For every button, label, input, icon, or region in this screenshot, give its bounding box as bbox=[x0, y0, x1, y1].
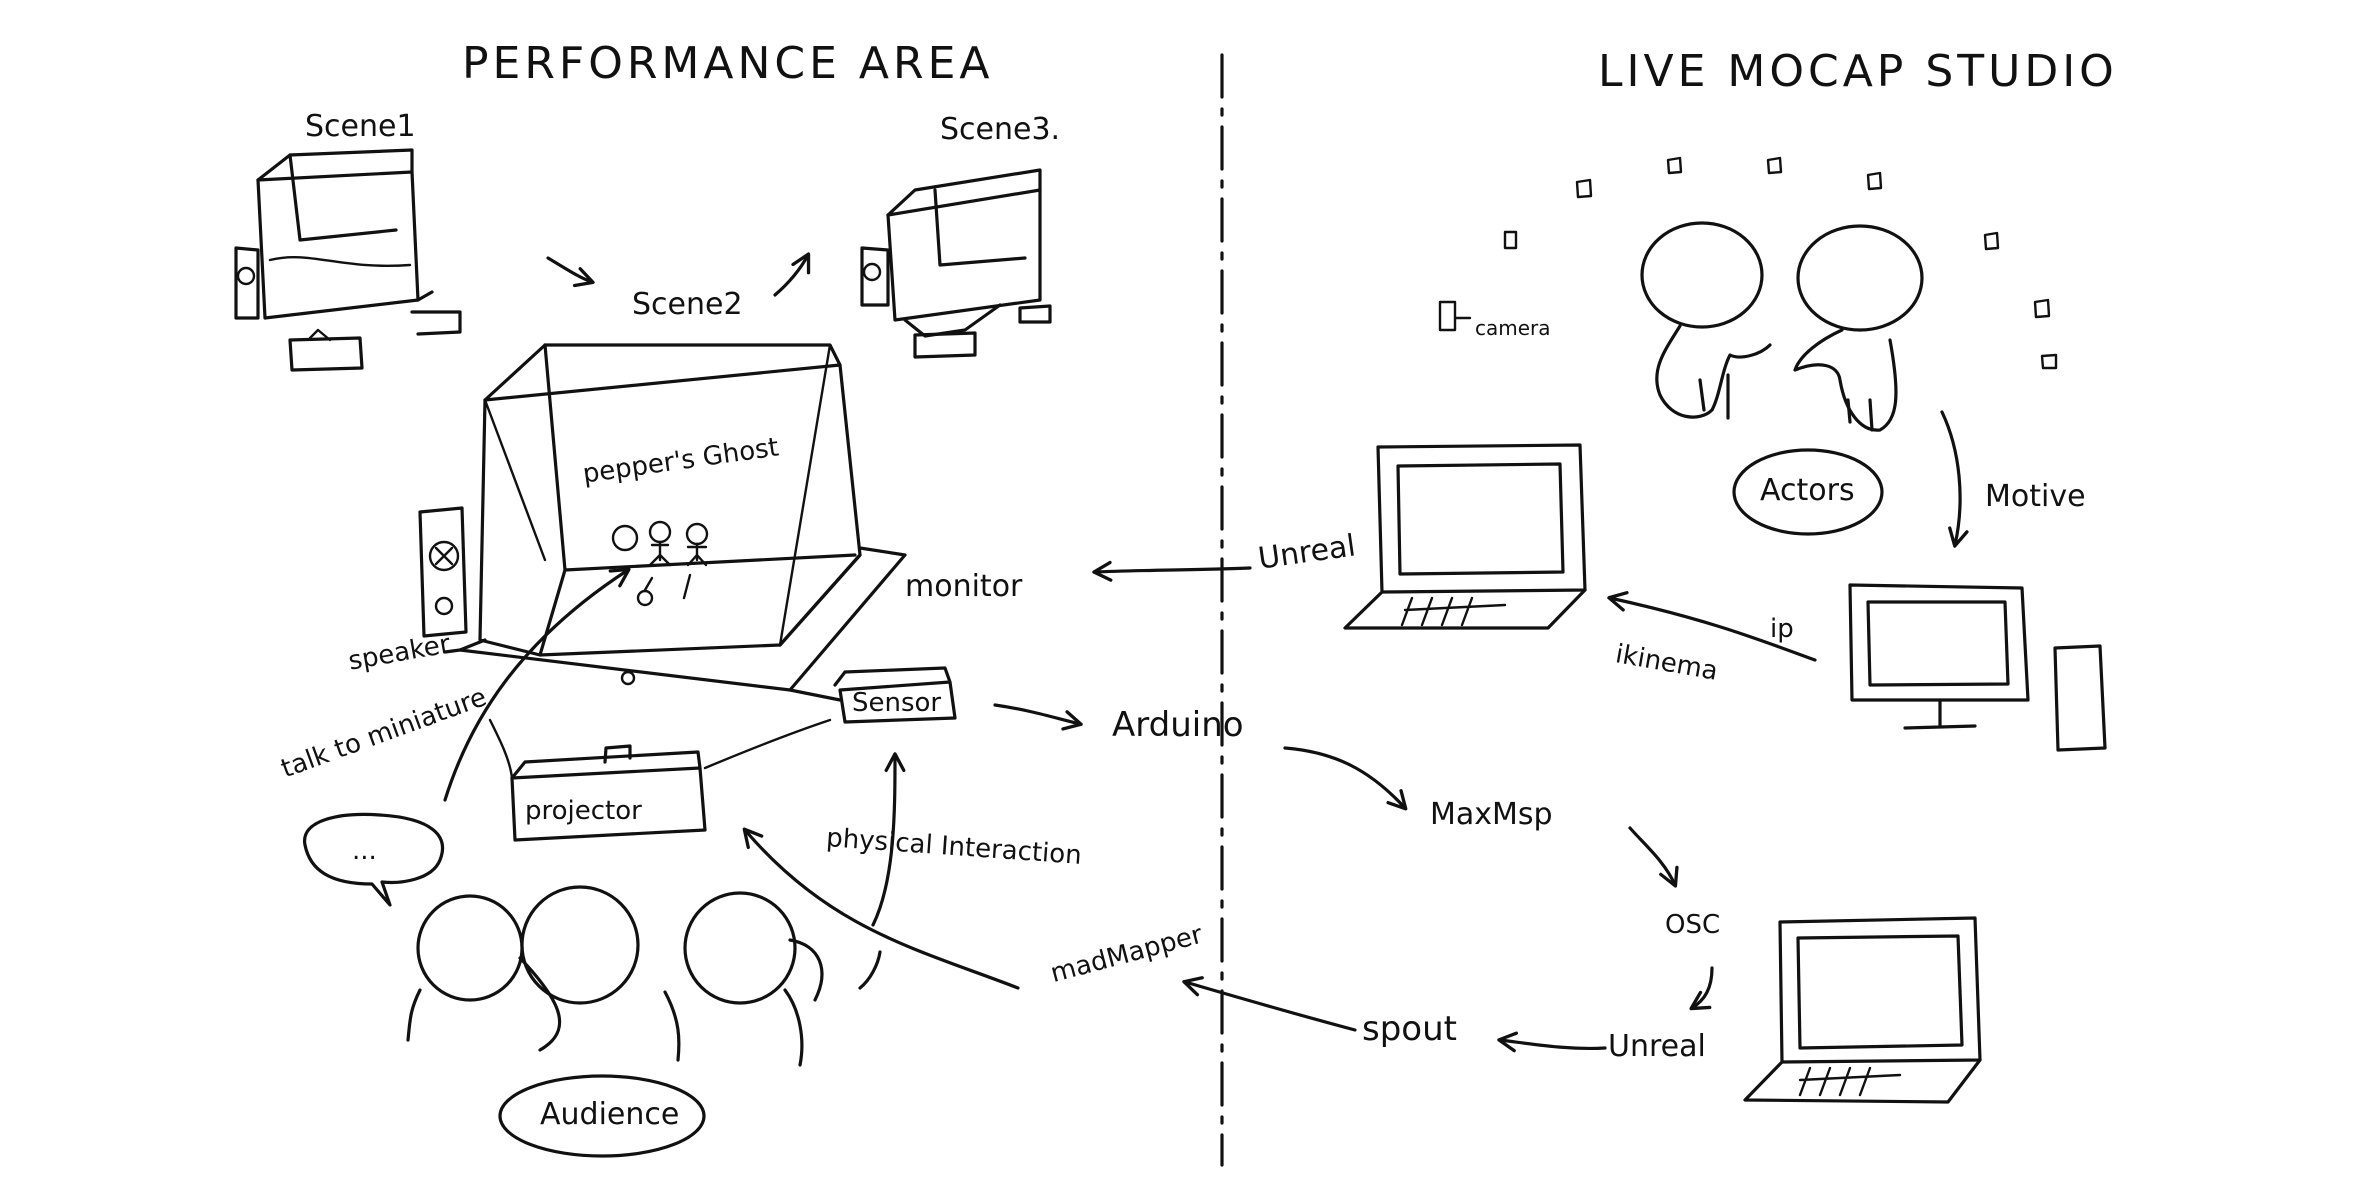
label-motive: Motive bbox=[1985, 479, 2086, 514]
arrow-ikinema bbox=[1607, 591, 1817, 662]
arrow-arduino-to-maxmsp bbox=[1283, 746, 1408, 811]
ghost-figures bbox=[611, 520, 709, 607]
sensor-box bbox=[833, 666, 957, 724]
section-title-performance-area: PERFORMANCE AREA bbox=[462, 38, 994, 89]
arrow-scene2-to-scene3 bbox=[773, 252, 811, 297]
arrow-talk-to-miniature bbox=[443, 567, 631, 802]
label-speech-bubble: ... bbox=[352, 836, 377, 866]
arrow-osc-to-unreal bbox=[1689, 966, 1714, 1011]
section-title-live-mocap-studio: LIVE MOCAP STUDIO bbox=[1598, 46, 2118, 97]
actors-figures bbox=[1640, 221, 1924, 536]
scene1-miniature bbox=[234, 148, 462, 372]
arrow-sensor-to-arduino bbox=[993, 703, 1083, 731]
arrow-motive-down bbox=[1940, 410, 1969, 548]
arrow-physical-interaction bbox=[871, 752, 906, 927]
label-scene1: Scene1 bbox=[305, 109, 416, 144]
label-camera: camera bbox=[1475, 316, 1551, 340]
label-actors: Actors bbox=[1760, 473, 1855, 508]
peppers-ghost-box bbox=[443, 343, 907, 702]
label-spout: spout bbox=[1362, 1009, 1457, 1049]
label-arduino: Arduino bbox=[1112, 705, 1244, 745]
laptop-unreal-bottom bbox=[1743, 916, 1982, 1104]
label-sensor: Sensor bbox=[852, 688, 942, 718]
label-osc: OSC bbox=[1665, 910, 1721, 940]
arrow-maxmsp-to-osc bbox=[1628, 826, 1679, 888]
audience-heads bbox=[406, 885, 882, 1158]
laptop-unreal-top bbox=[1343, 443, 1587, 630]
speaker-device bbox=[418, 506, 468, 638]
speech-bubble bbox=[303, 812, 445, 907]
actors-ellipse bbox=[1732, 448, 1884, 536]
arrow-scene1-to-scene2 bbox=[546, 256, 595, 288]
label-scene2: Scene2 bbox=[632, 287, 743, 322]
audience-ellipse bbox=[498, 1074, 706, 1158]
arrow-madmapper-to-projector bbox=[742, 827, 1020, 990]
arrow-spout-to-madmapper bbox=[1182, 976, 1357, 1032]
label-projector: projector bbox=[525, 796, 642, 826]
label-unreal-bottom: Unreal bbox=[1608, 1029, 1706, 1064]
label-audience: Audience bbox=[540, 1097, 680, 1132]
label-monitor: monitor bbox=[905, 569, 1023, 604]
arrow-unreal-to-monitor bbox=[1092, 560, 1252, 582]
label-scene3: Scene3. bbox=[940, 112, 1061, 147]
mocap-cameras bbox=[1438, 156, 2058, 370]
label-maxmsp: MaxMsp bbox=[1430, 797, 1553, 832]
arrow-unreal-to-spout bbox=[1497, 1031, 1607, 1053]
projector-device bbox=[488, 718, 832, 842]
desktop-computer bbox=[1848, 583, 2107, 752]
scene3-miniature bbox=[860, 168, 1052, 359]
label-ip: ip bbox=[1770, 614, 1794, 644]
